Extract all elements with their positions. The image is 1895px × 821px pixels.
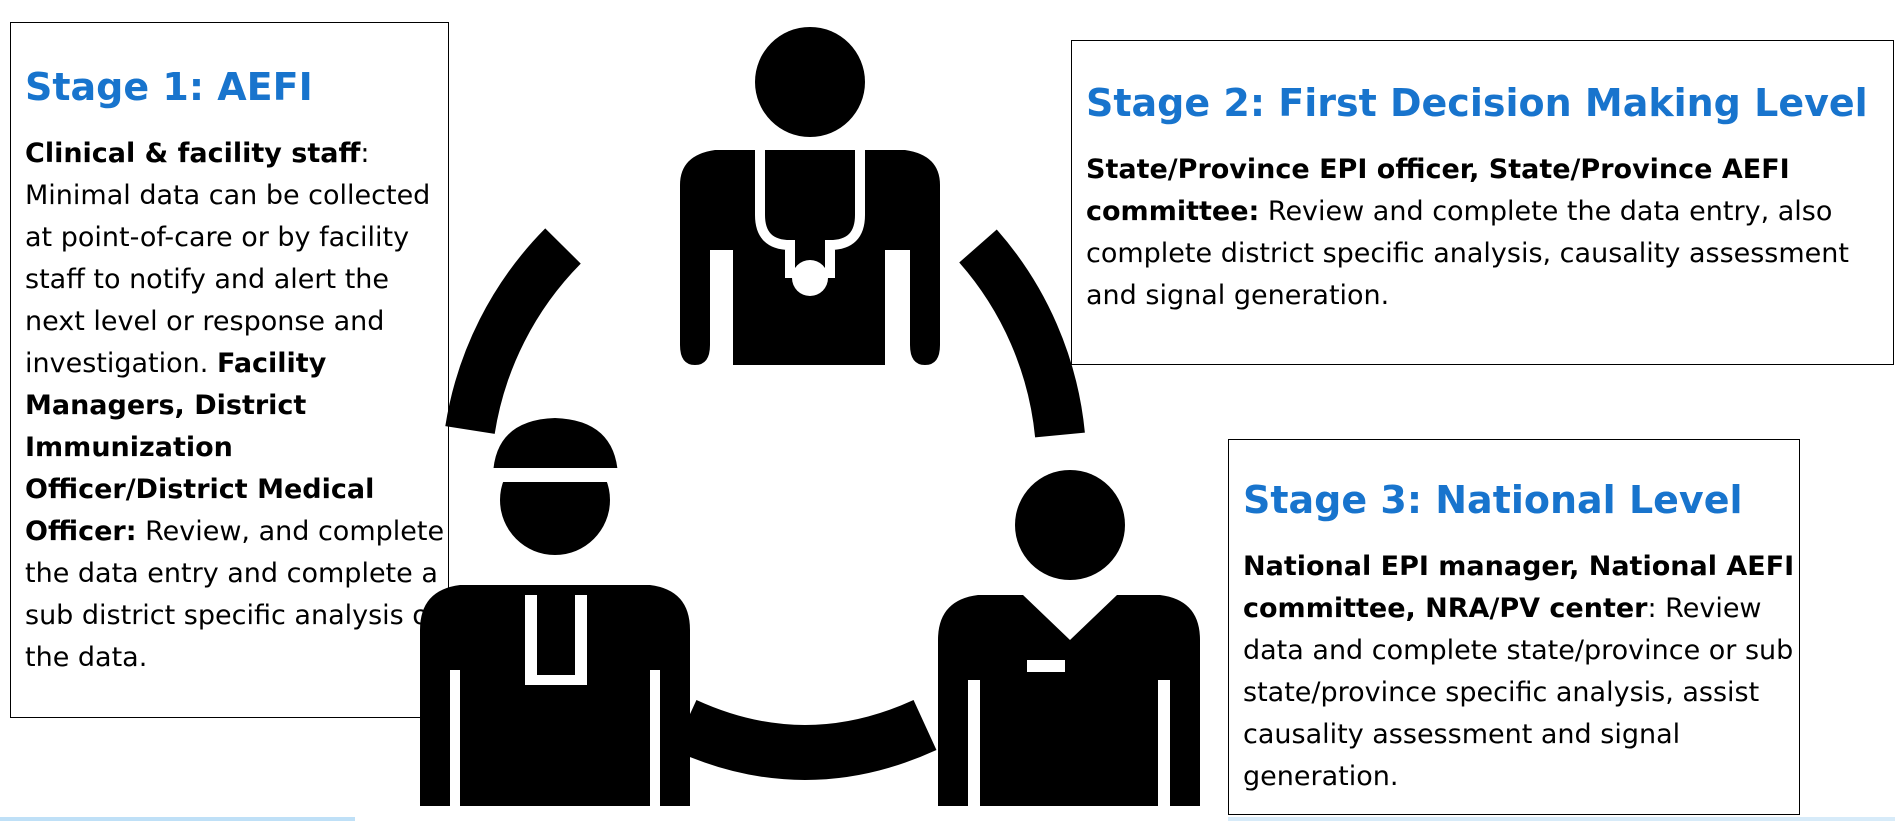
stage1-role-clinical: Clinical & facility staff [25,137,361,169]
arc-bottom [673,699,937,780]
stage1-text-clinical: Minimal data can be collected at point-o… [25,179,431,379]
stage2-box: Stage 2: First Decision Making Level Sta… [1071,40,1894,365]
stage2-role: State/Province EPI officer, State/Provin… [1086,153,1790,227]
stage2-title: Stage 2: First Decision Making Level [1086,81,1868,125]
worker-figure [420,418,690,806]
stage2-description: State/Province EPI officer, State/Provin… [1086,149,1886,317]
arc-left [445,228,582,435]
stage3-text: Review data and complete state/province … [1243,592,1794,792]
stage1-text-managers: Review, and complete the data entry and … [25,515,445,673]
stage3-role-separator: : [1647,592,1657,624]
stage1-title: Stage 1: AEFI [25,65,313,109]
stage3-box: Stage 3: National Level National EPI man… [1228,439,1800,815]
stage1-description: Clinical & facility staff: Minimal data … [25,133,455,679]
stage1-role-separator: : [360,137,370,169]
accent-strip-left [0,817,355,821]
doctor-figure [680,27,940,365]
nurse-figure [938,470,1200,806]
stage1-box: Stage 1: AEFI Clinical & facility staff:… [10,22,449,718]
stage3-role: National EPI manager, National AEFI comm… [1243,550,1795,624]
stage3-title: Stage 3: National Level [1243,478,1743,522]
arc-right [959,229,1085,438]
stage3-description: National EPI manager, National AEFI comm… [1243,546,1803,798]
healthcare-team-cycle-icon [420,27,1200,806]
accent-strip-right [1228,817,1895,821]
stage2-text: Review and complete the data entry, also… [1086,195,1849,311]
stage1-role-managers: Facility Managers, District Immunization… [25,347,375,547]
